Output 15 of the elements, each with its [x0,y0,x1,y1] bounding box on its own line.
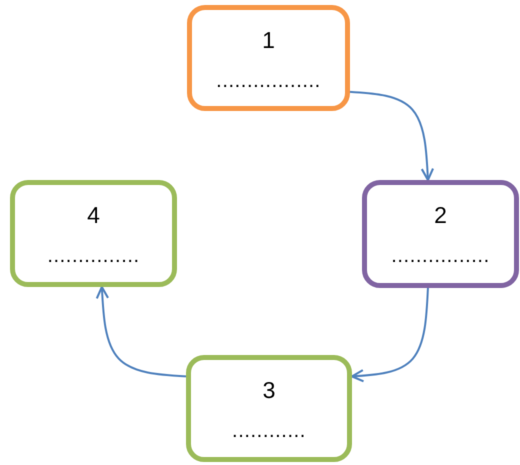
step-number: 1 [261,27,276,54]
rounded-box [10,180,177,287]
step-number: 4 [86,202,101,229]
curved-arrow [350,288,429,382]
step-number: 3 [262,377,276,404]
curved-arrow [350,90,434,182]
fill-in-line: ............... [46,245,141,268]
fill-in-line: ................ [390,245,491,268]
curved-arrow [96,286,186,378]
rounded-box [362,180,519,288]
rounded-box [187,5,350,111]
step-number: 2 [433,202,448,229]
fill-in-line: ............ [231,420,307,443]
fill-in-line: ................. [215,70,322,93]
rounded-box [186,355,352,462]
